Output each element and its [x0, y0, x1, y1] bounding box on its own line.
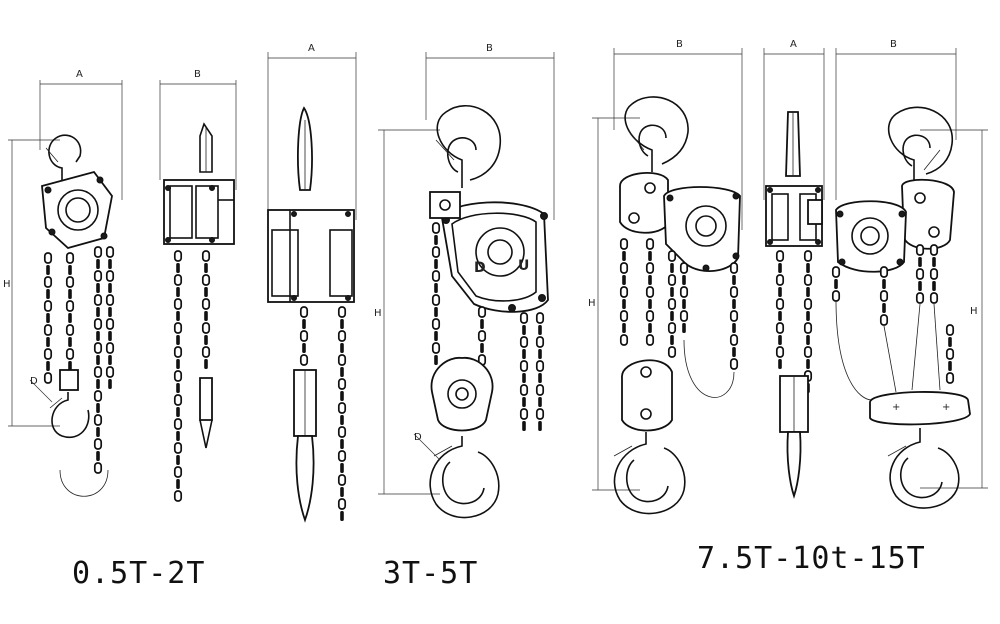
dim-h-label: H: [374, 308, 382, 319]
dim-h-label: H: [970, 306, 978, 317]
dim-b-label: B: [676, 39, 683, 50]
hoist-small-front-view: A H: [3, 69, 123, 497]
svg-text:+: +: [942, 402, 950, 413]
dim-a-label: A: [790, 39, 797, 50]
hoist-large-side-view: A: [763, 39, 825, 499]
dim-d-label: D: [30, 376, 38, 387]
dim-d-label: D: [414, 432, 422, 443]
caption-large-range: 7.5T-10t-15T: [697, 541, 926, 576]
dim-b-label: B: [890, 39, 897, 50]
dim-a-label: A: [76, 69, 83, 80]
dim-b-label: B: [194, 69, 201, 80]
dim-a-label: A: [308, 43, 315, 54]
dim-b-label: B: [486, 43, 493, 54]
svg-text:+: +: [892, 402, 900, 413]
hoist-large-double-fall-view: B H: [831, 39, 988, 509]
dim-h-label: H: [588, 298, 596, 309]
dim-h-label: H: [3, 279, 11, 290]
caption-small-range: 0.5T-2T: [72, 556, 206, 591]
svg-text:D: D: [474, 260, 486, 276]
hoist-medium-side-view: A: [267, 43, 357, 523]
hoist-small-side-view: B: [159, 69, 237, 502]
hoist-large-front-view: B H: [588, 39, 743, 515]
caption-medium-range: 3T-5T: [383, 556, 479, 591]
hoist-medium-front-view: B H D U: [374, 43, 555, 519]
svg-text:U: U: [518, 258, 529, 274]
